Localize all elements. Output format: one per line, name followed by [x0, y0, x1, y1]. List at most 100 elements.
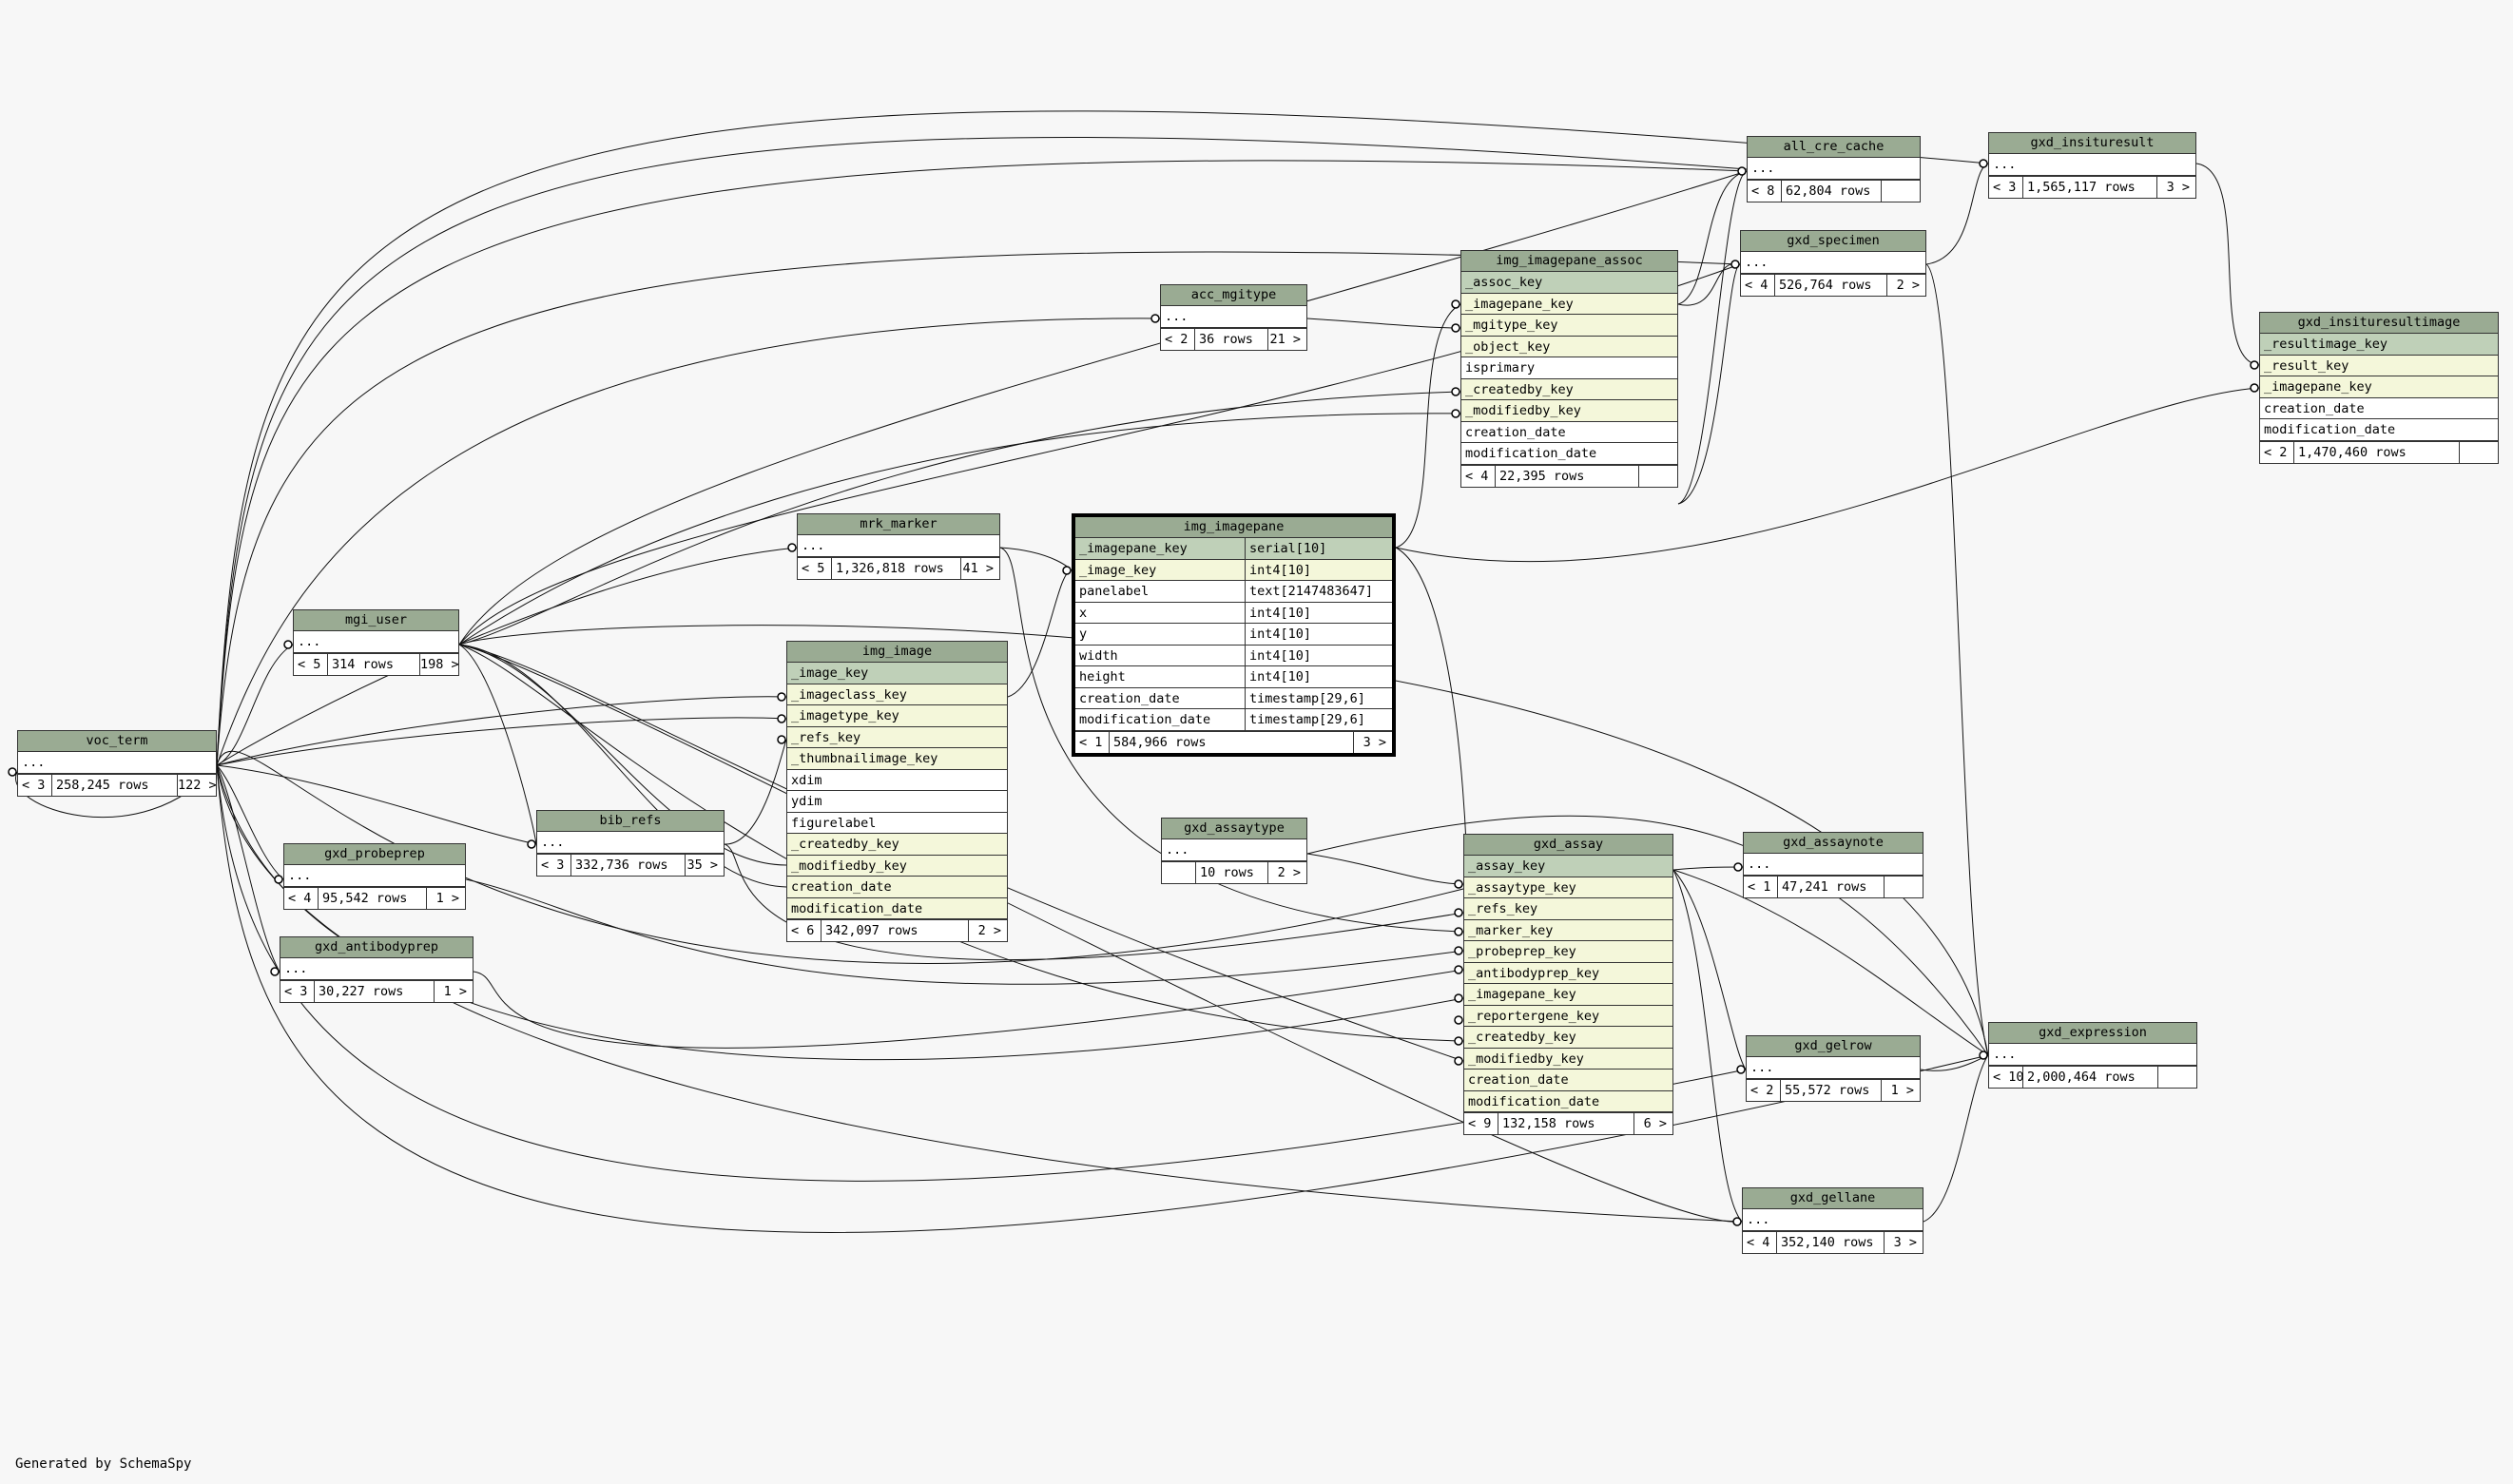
table-title[interactable]: gxd_assaynote	[1744, 833, 1923, 854]
parents-link[interactable]: < 5	[798, 557, 832, 579]
table-gxd-insituresultimage[interactable]: gxd_insituresultimage_resultimage_key_re…	[2259, 312, 2499, 464]
table-title[interactable]: gxd_antibodyprep	[280, 937, 473, 958]
children-link[interactable]: 2 >	[1277, 864, 1301, 880]
parents-link[interactable]: < 9	[1464, 1113, 1498, 1134]
table-title[interactable]: mgi_user	[294, 610, 458, 631]
table-title[interactable]: gxd_insituresultimage	[2260, 313, 2498, 334]
column-row[interactable]: _result_key	[2260, 355, 2498, 376]
column-row[interactable]: ...	[294, 631, 458, 653]
children-link[interactable]: 1 >	[435, 890, 459, 906]
table-title[interactable]: all_cre_cache	[1748, 137, 1920, 158]
table-title[interactable]: img_image	[787, 642, 1007, 663]
parents-link[interactable]: < 2	[2260, 441, 2294, 463]
column-row[interactable]: ...	[18, 752, 216, 774]
parents-link[interactable]	[1162, 861, 1196, 883]
table-title[interactable]: gxd_insituresult	[1989, 133, 2195, 154]
column-row[interactable]: _probeprep_key	[1464, 941, 1672, 963]
column-row[interactable]: modification_date	[787, 897, 1007, 919]
parents-link[interactable]: < 3	[537, 854, 571, 876]
column-row[interactable]: _refs_key	[1464, 898, 1672, 920]
parents-link[interactable]: < 4	[1461, 465, 1496, 487]
column-row[interactable]: creation_date	[2260, 398, 2498, 419]
children-link[interactable]	[1639, 466, 1677, 487]
parents-link[interactable]: < 10	[1989, 1066, 2024, 1088]
column-row[interactable]: _antibodyprep_key	[1464, 962, 1672, 984]
column-row[interactable]: ...	[1989, 1044, 2196, 1066]
column-row[interactable]: ...	[1748, 158, 1920, 180]
children-link[interactable]: 2 >	[1896, 277, 1920, 293]
column-row[interactable]: _assaytype_key	[1464, 877, 1672, 898]
parents-link[interactable]: < 2	[1161, 328, 1195, 350]
table-title[interactable]: gxd_assaytype	[1162, 819, 1306, 839]
column-row[interactable]: _resultimage_key	[2260, 334, 2498, 356]
column-row[interactable]: _assay_key	[1464, 856, 1672, 877]
children-link[interactable]: 198 >	[420, 656, 459, 672]
table-title[interactable]: gxd_specimen	[1741, 231, 1925, 252]
column-row[interactable]: ...	[537, 832, 724, 854]
children-link[interactable]: 1 >	[1890, 1082, 1914, 1098]
column-row[interactable]: _assoc_key	[1461, 272, 1677, 294]
column-row[interactable]: ...	[798, 535, 999, 557]
table-title[interactable]: gxd_expression	[1989, 1023, 2196, 1044]
column-row[interactable]: _modifiedby_key	[787, 855, 1007, 877]
column-row[interactable]: _modifiedby_key	[1464, 1048, 1672, 1070]
table-title[interactable]: gxd_assay	[1464, 835, 1672, 856]
table-title[interactable]: gxd_gellane	[1743, 1188, 1923, 1209]
children-link[interactable]: 6 >	[1643, 1116, 1667, 1131]
column-row[interactable]: ...	[280, 958, 473, 980]
children-link[interactable]: 122 >	[178, 777, 217, 793]
column-row[interactable]: _imagepane_key	[1461, 293, 1677, 315]
table-title[interactable]: voc_term	[18, 731, 216, 752]
table-img-image[interactable]: img_image_image_key_imageclass_key_image…	[786, 641, 1008, 942]
column-row[interactable]: modification_date	[1461, 443, 1677, 465]
column-row[interactable]: _marker_key	[1464, 919, 1672, 941]
table-title[interactable]: bib_refs	[537, 811, 724, 832]
table-img-imagepane-assoc[interactable]: img_imagepane_assoc_assoc_key_imagepane_…	[1460, 250, 1678, 488]
children-link[interactable]: 3 >	[2166, 179, 2190, 195]
children-link[interactable]: 3 >	[1363, 734, 1386, 750]
table-title[interactable]: gxd_probeprep	[284, 844, 465, 865]
column-row[interactable]: xdim	[787, 770, 1007, 791]
parents-link[interactable]: < 4	[1741, 274, 1775, 296]
children-link[interactable]	[2158, 1067, 2196, 1088]
column-row[interactable]: figurelabel	[787, 813, 1007, 834]
parents-link[interactable]: < 2	[1747, 1079, 1781, 1101]
table-title[interactable]: img_imagepane	[1075, 517, 1392, 538]
column-row[interactable]: ...	[1744, 854, 1923, 876]
column-row[interactable]: modification_date	[2260, 419, 2498, 441]
parents-link[interactable]: < 6	[787, 920, 822, 941]
column-row[interactable]: ...	[1989, 154, 2195, 176]
column-row[interactable]: _reportergene_key	[1464, 1005, 1672, 1027]
table-title[interactable]: mrk_marker	[798, 514, 999, 535]
children-link[interactable]: 3 >	[1893, 1234, 1917, 1250]
children-link[interactable]	[1882, 181, 1920, 202]
column-row[interactable]: ydim	[787, 791, 1007, 813]
table-title[interactable]: img_imagepane_assoc	[1461, 251, 1677, 272]
parents-link[interactable]: < 1	[1075, 731, 1110, 753]
table-gxd-assay[interactable]: gxd_assay_assay_key_assaytype_key_refs_k…	[1463, 834, 1673, 1135]
parents-link[interactable]: < 4	[284, 887, 319, 909]
column-row[interactable]: creation_date	[1461, 422, 1677, 443]
column-row[interactable]: _modifiedby_key	[1461, 400, 1677, 422]
parents-link[interactable]: < 3	[280, 980, 315, 1002]
column-row[interactable]: _thumbnailimage_key	[787, 748, 1007, 770]
column-row[interactable]: _mgitype_key	[1461, 315, 1677, 337]
children-link[interactable]: 2 >	[977, 923, 1001, 938]
